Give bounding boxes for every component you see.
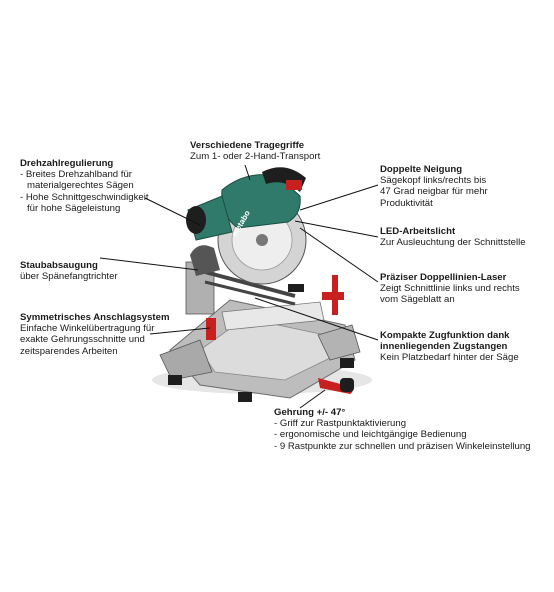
callout-line: Zum 1- oder 2-Hand-Transport [190,151,321,163]
handle-red-trigger [286,180,302,190]
callout-line: - Griff zur Rastpunktaktivierung [274,418,407,430]
callout-line: zeitsparendes Arbeiten [20,345,118,357]
fence-left-clamp [206,318,216,340]
callout-line: materialgerechtes Sägen [27,180,134,192]
callout-drehzahl: Drehzahlregulierung - Breites Drehzahlba… [20,158,149,214]
callout-line: vom Sägeblatt an [380,294,455,306]
callout-line: Zur Ausleuchtung der Schnittstelle [380,237,526,249]
callout-line: - 9 Rastpunkte zur schnellen und präzise… [274,440,531,452]
callout-staub: Staubabsaugung über Spänefangtrichter [20,260,118,282]
foot-right [340,358,354,368]
callout-line: Sägekopf links/rechts bis [380,175,487,187]
callout-line: - Hohe Schnittgeschwindigkeit [20,191,149,203]
callout-neigung: Doppelte Neigung Sägekopf links/rechts b… [380,164,488,209]
miter-knob [340,378,354,392]
callout-line: exakte Gehrungsschnitte und [20,334,145,346]
callout-line: Zeigt Schnittlinie links und rechts [380,283,520,295]
callout-title: Kompakte Zugfunktion dank [380,330,510,341]
callout-line: Einfache Winkelübertragung für [20,323,155,335]
fence-right-clamp [322,292,344,300]
foot-front [238,392,252,402]
callout-zugfunktion: Kompakte Zugfunktion dank innenliegenden… [380,330,519,364]
callout-laser: Präziser Doppellinien-Laser Zeigt Schnit… [380,272,520,306]
callout-line: 47 Grad neigbar für mehr [380,186,488,198]
callout-title: Präziser Doppellinien-Laser [380,272,507,283]
rail-lock-knob [288,284,304,292]
slide-rail-1 [204,270,296,298]
callout-line: für hohe Sägeleistung [27,202,121,214]
callout-line: über Spänefangtrichter [20,271,118,283]
callout-line: - ergonomische und leichtgängige Bedienu… [274,429,467,441]
callout-title: Verschiedene Tragegriffe [190,140,305,151]
callout-line: - Breites Drehzahlband für [20,169,132,181]
foot-left [168,375,182,385]
left-extension [159,339,213,381]
callout-title: Doppelte Neigung [380,164,463,175]
callout-line: Produktivität [380,197,433,209]
callout-title: Staubabsaugung [20,260,98,271]
callout-gehrung: Gehrung +/- 47° - Griff zur Rastpunktakt… [274,407,531,452]
motor-endcap [186,206,206,234]
callout-title: Gehrung +/- 47° [274,407,346,418]
callout-title: Drehzahlregulierung [20,158,114,169]
callout-title: Symmetrisches Anschlagsystem [20,312,170,323]
callout-title: LED-Arbeitslicht [380,226,456,237]
callout-line: Kein Platzbedarf hinter der Säge [380,352,519,364]
callout-title-2: innenliegenden Zugstangen [380,341,508,353]
callout-tragegriffe: Verschiedene Tragegriffe Zum 1- oder 2-H… [190,140,320,162]
blade-arbor [256,234,268,246]
callout-led: LED-Arbeitslicht Zur Ausleuchtung der Sc… [380,226,526,248]
callout-anschlag: Symmetrisches Anschlagsystem Einfache Wi… [20,312,170,357]
